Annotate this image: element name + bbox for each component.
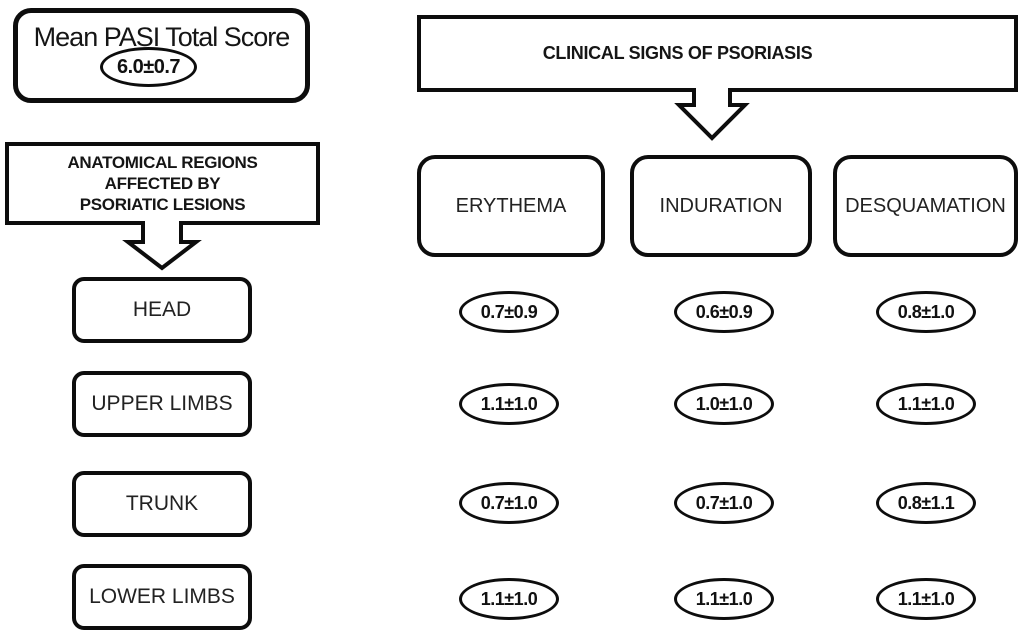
region-box-trunk: TRUNK bbox=[72, 471, 252, 537]
column-induration: INDURATION bbox=[630, 155, 812, 257]
clinical-header-title: CLINICAL SIGNS OF PSORIASIS bbox=[542, 43, 813, 63]
value-trunk-erythema: 0.7±1.0 bbox=[459, 482, 559, 524]
region-label: HEAD bbox=[132, 298, 192, 321]
region-box-head: HEAD bbox=[72, 277, 252, 343]
region-box-lower-limbs: LOWER LIMBS bbox=[72, 564, 252, 630]
value-upper-induration: 1.0±1.0 bbox=[674, 383, 774, 425]
down-arrow-icon bbox=[122, 221, 202, 271]
mean-pasi-value: 6.0±0.7 bbox=[116, 55, 181, 78]
mean-pasi-value-oval: 6.0±0.7 bbox=[100, 47, 197, 87]
column-induration-label: INDURATION bbox=[659, 194, 783, 217]
value-lower-desquamation: 1.1±1.0 bbox=[876, 578, 976, 620]
value-upper-desquamation: 1.1±1.0 bbox=[876, 383, 976, 425]
region-label: TRUNK bbox=[125, 492, 199, 515]
value-lower-induration: 1.1±1.0 bbox=[674, 578, 774, 620]
column-desquamation-label: DESQUAMATION bbox=[845, 194, 1006, 217]
anatomical-regions-header: ANATOMICAL REGIONS AFFECTED BY PSORIATIC… bbox=[5, 142, 320, 225]
region-box-upper-limbs: UPPER LIMBS bbox=[72, 371, 252, 437]
column-erythema: ERYTHEMA bbox=[417, 155, 605, 257]
down-arrow-icon bbox=[674, 88, 750, 141]
value-lower-erythema: 1.1±1.0 bbox=[459, 578, 559, 620]
value-head-induration: 0.6±0.9 bbox=[674, 291, 774, 333]
value-head-erythema: 0.7±0.9 bbox=[459, 291, 559, 333]
mean-pasi-box: Mean PASI Total Score bbox=[13, 8, 310, 103]
anatomical-header-line1: ANATOMICAL REGIONS bbox=[67, 153, 258, 172]
anatomical-header-line2: AFFECTED BY bbox=[104, 174, 221, 193]
region-label: LOWER LIMBS bbox=[89, 585, 235, 608]
value-trunk-desquamation: 0.8±1.1 bbox=[876, 482, 976, 524]
value-upper-erythema: 1.1±1.0 bbox=[459, 383, 559, 425]
anatomical-header-line3: PSORIATIC LESIONS bbox=[79, 195, 246, 214]
clinical-signs-header: CLINICAL SIGNS OF PSORIASIS bbox=[417, 15, 1018, 92]
column-desquamation: DESQUAMATION bbox=[833, 155, 1018, 257]
column-erythema-label: ERYTHEMA bbox=[455, 194, 567, 217]
value-trunk-induration: 0.7±1.0 bbox=[674, 482, 774, 524]
value-head-desquamation: 0.8±1.0 bbox=[876, 291, 976, 333]
region-label: UPPER LIMBS bbox=[91, 392, 233, 415]
